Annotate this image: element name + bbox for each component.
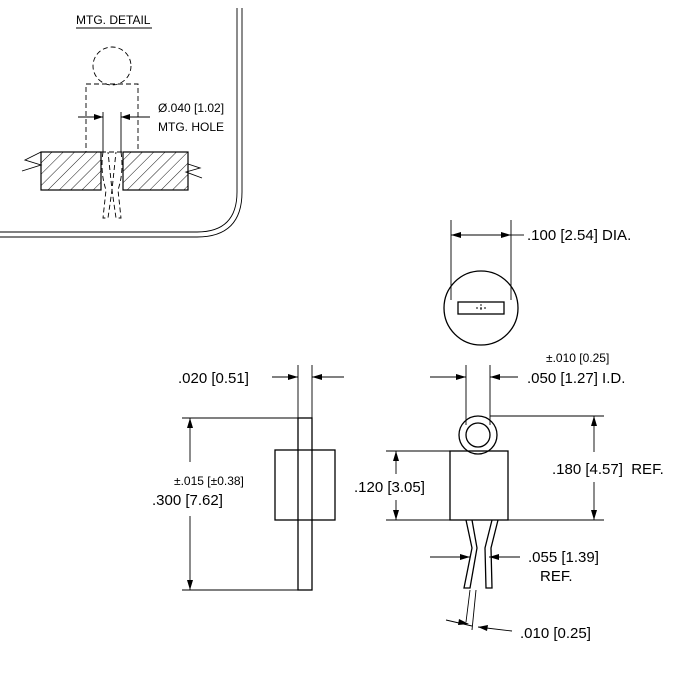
front-loop-outer: [458, 415, 498, 455]
pin-width-label: .020 [0.51]: [178, 370, 249, 387]
front-body: [449, 450, 509, 521]
phantom-loop: [92, 46, 132, 86]
phantom-leg-left: [101, 151, 113, 219]
hole-label: MTG. HOLE: [158, 120, 224, 134]
hole-diameter-label: Ø.040 [1.02]: [158, 101, 224, 115]
leg-spread-label: .055 [1.39]: [528, 549, 599, 566]
mounting-detail-title: MTG. DETAIL: [76, 13, 151, 27]
phantom-leg-right: [111, 151, 123, 219]
mounting-detail: MTG. DETAIL Ø.040 [1.02] MTG. HOLE: [0, 8, 243, 238]
top-view-outline: [443, 270, 519, 346]
side-body: [274, 449, 336, 521]
leg-thickness-label: .010 [0.25]: [520, 625, 591, 642]
inner-diameter-label: .050 [1.27] I.D.: [527, 370, 625, 387]
front-view: ±.010 [0.25] .050 [1.27] I.D. .120 [3.05…: [354, 351, 664, 642]
front-loop-inner: [465, 422, 491, 448]
panel-left: [40, 151, 102, 191]
phantom-body: [85, 83, 139, 153]
detail-frame-inner: [0, 8, 243, 238]
side-pin: [297, 417, 313, 591]
id-tolerance-label: ±.010 [0.25]: [546, 351, 609, 365]
leg-spread-ref-label: REF.: [540, 568, 573, 585]
overall-tolerance-label: ±.015 [±0.38]: [174, 474, 244, 488]
body-height-label: .120 [3.05]: [354, 479, 425, 496]
detail-frame: [0, 8, 238, 233]
top-view-slot: [457, 301, 505, 315]
total-height-label: .180 [4.57] REF.: [552, 461, 664, 478]
side-view: .020 [0.51] ±.015 [±0.38] .300 [7.62]: [152, 365, 344, 591]
front-leg-left: [463, 519, 478, 589]
front-leg-right: [484, 519, 499, 589]
top-diameter-label: .100 [2.54] DIA.: [527, 227, 631, 244]
top-view: .100 [2.54] DIA.: [443, 220, 631, 346]
panel-right: [122, 151, 189, 191]
overall-length-label: .300 [7.62]: [152, 492, 223, 509]
